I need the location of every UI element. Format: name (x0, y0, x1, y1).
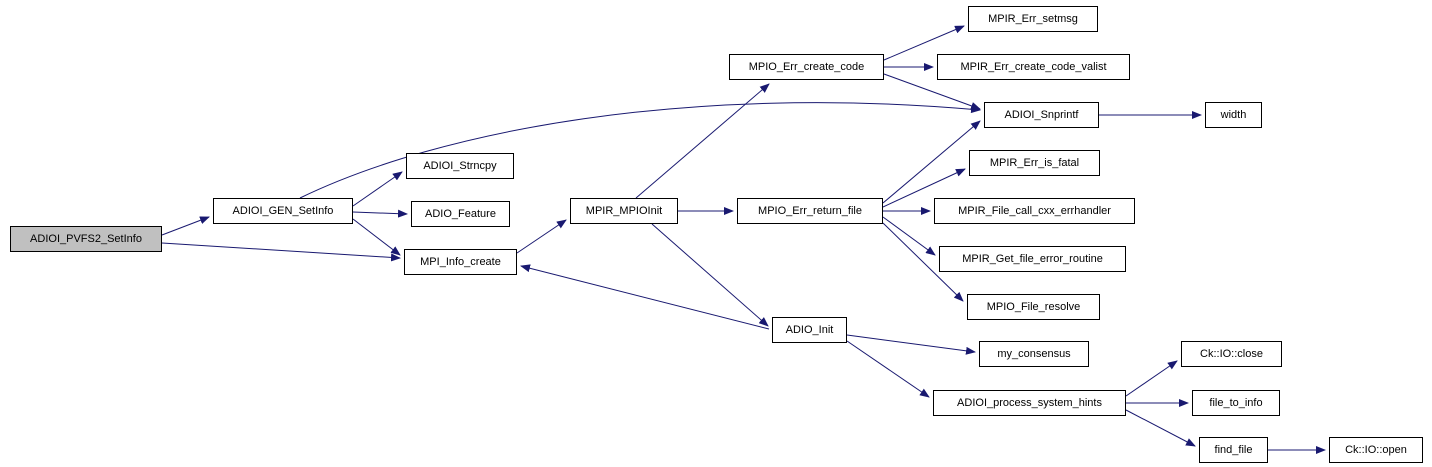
edge-systemhints-to-ckioclose (1125, 360, 1178, 397)
node-file-to-info[interactable]: file_to_info (1192, 390, 1280, 416)
edge-systemhints-to-findfile (1125, 409, 1196, 447)
edge-errreturnfile-to-snprintf (882, 120, 981, 204)
node-mpir-err-setmsg[interactable]: MPIR_Err_setmsg (968, 6, 1098, 32)
node-ck-io-close[interactable]: Ck::IO::close (1181, 341, 1282, 367)
node-mpio-err-create-code[interactable]: MPIO_Err_create_code (729, 54, 884, 80)
node-ck-io-open[interactable]: Ck::IO::open (1329, 437, 1423, 463)
node-mpir-mpioinit[interactable]: MPIR_MPIOInit (570, 198, 678, 224)
node-adioi-strncpy[interactable]: ADIOI_Strncpy (406, 153, 514, 179)
node-width[interactable]: width (1205, 102, 1262, 128)
node-adioi-gen-setinfo[interactable]: ADIOI_GEN_SetInfo (213, 198, 353, 224)
edge-adioinit-to-systemhints (846, 340, 930, 398)
edge-infocreate-to-mpioinit (516, 219, 567, 254)
node-mpir-file-call-cxx-errhandler[interactable]: MPIR_File_call_cxx_errhandler (934, 198, 1135, 224)
edge-pvfs2-to-gensetinfo (161, 216, 210, 236)
node-mpi-info-create[interactable]: MPI_Info_create (404, 249, 517, 275)
edge-mpioinit-to-errcreatecode (635, 83, 770, 199)
edge-pvfs2-to-infocreate (161, 242, 401, 262)
edge-adioinit-to-consensus (846, 334, 976, 355)
node-adio-feature[interactable]: ADIO_Feature (411, 201, 510, 227)
node-adioi-process-system-hints[interactable]: ADIOI_process_system_hints (933, 390, 1126, 416)
edge-gensetinfo-to-feature (352, 209, 408, 218)
node-mpio-file-resolve[interactable]: MPIO_File_resolve (967, 294, 1100, 320)
node-mpir-err-is-fatal[interactable]: MPIR_Err_is_fatal (969, 150, 1100, 176)
node-mpio-err-return-file[interactable]: MPIO_Err_return_file (737, 198, 883, 224)
edge-gensetinfo-to-infocreate (352, 218, 401, 256)
node-adioi-pvfs2-setinfo: ADIOI_PVFS2_SetInfo (10, 226, 162, 252)
node-find-file[interactable]: find_file (1199, 437, 1268, 463)
edge-gensetinfo-to-strncpy (352, 171, 403, 207)
edge-adioinit-to-infocreate (520, 264, 770, 330)
node-mpir-err-create-code-valist[interactable]: MPIR_Err_create_code_valist (937, 54, 1130, 80)
node-my-consensus[interactable]: my_consensus (979, 341, 1089, 367)
edge-gensetinfo-to-snprintf (299, 102, 981, 199)
node-adioi-snprintf[interactable]: ADIOI_Snprintf (984, 102, 1099, 128)
edge-mpioinit-to-adioinit (651, 223, 769, 327)
node-adio-init[interactable]: ADIO_Init (772, 317, 847, 343)
edge-lines (161, 25, 1326, 454)
node-mpir-get-file-error-routine[interactable]: MPIR_Get_file_error_routine (939, 246, 1126, 272)
edge-errreturnfile-to-geterr (882, 216, 936, 256)
